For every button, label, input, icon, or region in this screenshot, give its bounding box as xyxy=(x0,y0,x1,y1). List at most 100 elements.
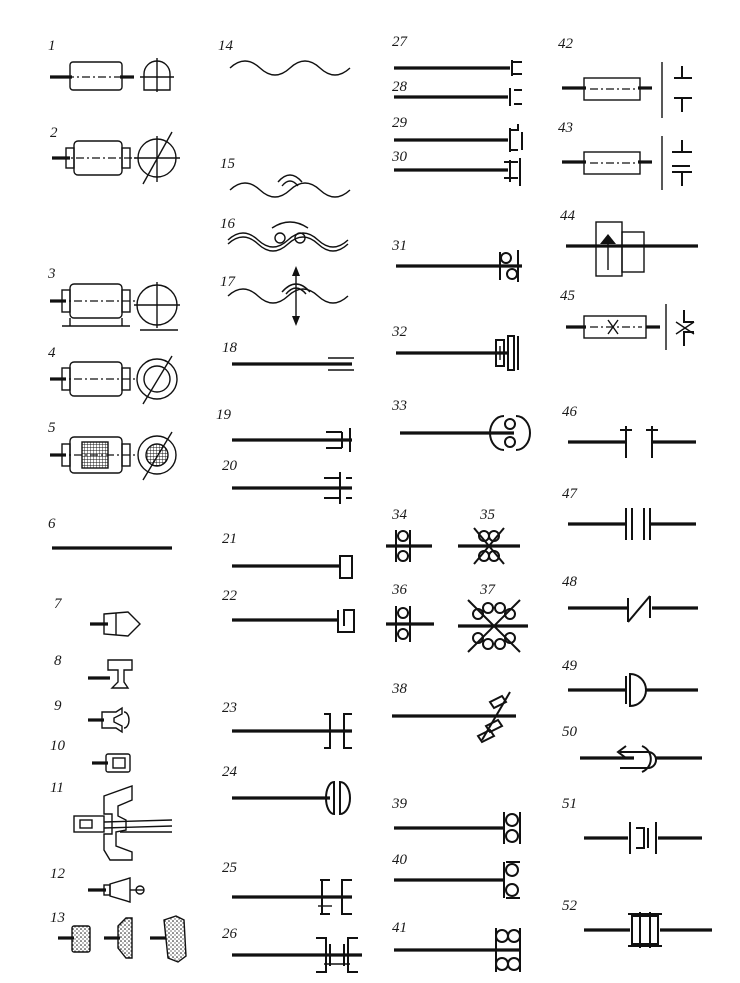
symbol-14 xyxy=(229,60,351,76)
symbol-23 xyxy=(232,713,352,749)
label-26: 26 xyxy=(222,926,238,942)
label-37: 37 xyxy=(479,582,497,598)
symbol-8 xyxy=(88,659,133,689)
symbol-13 xyxy=(58,915,187,963)
symbol-48 xyxy=(568,595,698,623)
label-8: 8 xyxy=(54,653,62,669)
label-3: 3 xyxy=(47,266,56,282)
symbol-24 xyxy=(232,780,351,816)
symbol-20 xyxy=(232,472,352,504)
symbol-17 xyxy=(227,266,349,326)
label-19: 19 xyxy=(216,407,232,423)
symbol-5 xyxy=(50,431,177,481)
label-43: 43 xyxy=(558,120,573,136)
label-48: 48 xyxy=(562,574,578,590)
label-39: 39 xyxy=(391,796,408,812)
symbol-4 xyxy=(50,355,178,405)
symbol-51 xyxy=(584,822,702,854)
symbol-46 xyxy=(568,426,696,458)
label-33: 33 xyxy=(391,398,407,414)
label-10: 10 xyxy=(50,738,66,754)
symbol-15 xyxy=(229,174,351,198)
label-2: 2 xyxy=(50,125,58,141)
label-32: 32 xyxy=(391,324,408,340)
symbol-11 xyxy=(73,785,173,861)
symbol-35 xyxy=(458,527,520,565)
label-14: 14 xyxy=(218,38,234,54)
symbol-16 xyxy=(227,221,349,252)
label-31: 31 xyxy=(391,238,407,254)
symbol-49 xyxy=(568,672,698,708)
symbol-28 xyxy=(394,88,522,106)
label-35: 35 xyxy=(479,507,496,523)
symbol-27 xyxy=(394,60,522,76)
label-42: 42 xyxy=(558,36,574,52)
symbol-25 xyxy=(232,879,352,915)
label-6: 6 xyxy=(48,516,56,532)
label-29: 29 xyxy=(392,115,408,131)
label-22: 22 xyxy=(222,588,238,604)
label-28: 28 xyxy=(392,79,408,95)
symbol-34 xyxy=(386,530,432,562)
symbol-10 xyxy=(92,753,131,773)
symbol-32 xyxy=(396,335,519,371)
symbol-50 xyxy=(580,745,702,773)
label-27: 27 xyxy=(392,34,409,50)
symbol-40 xyxy=(394,861,520,899)
label-36: 36 xyxy=(391,582,408,598)
item-labels: 1 2 3 4 5 6 7 8 9 10 11 12 13 14 15 16 1… xyxy=(47,34,579,942)
symbol-44 xyxy=(566,221,698,277)
label-49: 49 xyxy=(562,658,578,674)
label-20: 20 xyxy=(222,458,238,474)
label-17: 17 xyxy=(220,274,237,290)
label-50: 50 xyxy=(562,724,578,740)
symbol-42 xyxy=(562,62,692,118)
label-7: 7 xyxy=(54,596,63,612)
label-13: 13 xyxy=(50,910,65,926)
symbol-21 xyxy=(232,555,353,579)
symbol-7 xyxy=(90,611,141,637)
symbol-43 xyxy=(562,136,692,190)
label-52: 52 xyxy=(562,898,578,914)
symbol-3 xyxy=(50,282,180,331)
symbol-33 xyxy=(400,415,531,451)
label-44: 44 xyxy=(560,208,576,224)
label-24: 24 xyxy=(222,764,238,780)
symbol-9 xyxy=(88,706,130,734)
label-23: 23 xyxy=(222,700,237,716)
label-40: 40 xyxy=(392,852,408,868)
symbol-38 xyxy=(392,691,516,744)
label-34: 34 xyxy=(391,507,408,523)
symbol-1 xyxy=(50,58,174,92)
symbol-47 xyxy=(568,508,696,540)
label-51: 51 xyxy=(562,796,577,812)
label-21: 21 xyxy=(222,531,237,547)
label-18: 18 xyxy=(222,340,238,356)
label-41: 41 xyxy=(392,920,407,936)
label-38: 38 xyxy=(391,681,408,697)
label-46: 46 xyxy=(562,404,578,420)
label-1: 1 xyxy=(48,38,56,54)
symbol-39 xyxy=(394,812,521,844)
label-4: 4 xyxy=(48,345,56,361)
label-30: 30 xyxy=(391,149,408,165)
label-45: 45 xyxy=(560,288,576,304)
symbol-2 xyxy=(52,131,180,185)
symbol-52 xyxy=(584,912,712,948)
symbol-36 xyxy=(386,606,434,642)
symbol-41 xyxy=(394,928,521,972)
symbol-29 xyxy=(394,124,523,152)
label-9: 9 xyxy=(54,698,62,714)
symbol-22 xyxy=(232,609,355,633)
label-16: 16 xyxy=(220,216,236,232)
symbol-30 xyxy=(394,158,521,186)
symbol-12 xyxy=(88,877,145,903)
symbol-26 xyxy=(232,937,362,973)
symbol-37 xyxy=(458,599,528,653)
label-25: 25 xyxy=(222,860,238,876)
label-15: 15 xyxy=(220,156,236,172)
label-5: 5 xyxy=(48,420,56,436)
symbol-31 xyxy=(396,250,522,282)
symbol-45 xyxy=(566,304,695,350)
symbol-19 xyxy=(232,428,352,452)
